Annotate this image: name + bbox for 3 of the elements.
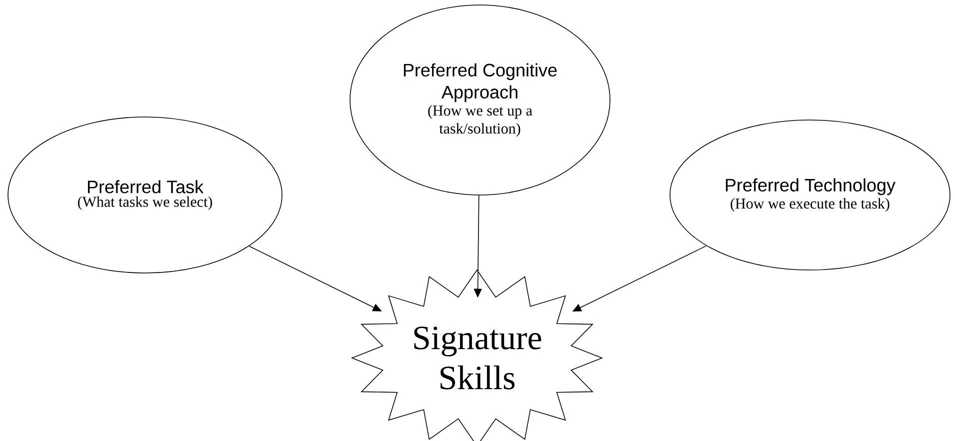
- ellipse-node: Preferred Task (What tasks we select): [8, 116, 282, 274]
- ellipse-node: Preferred Cognitive Approach (How we set up a task/solution): [350, 4, 610, 196]
- ellipse-node: Preferred Technology (How we execute the task): [670, 120, 950, 270]
